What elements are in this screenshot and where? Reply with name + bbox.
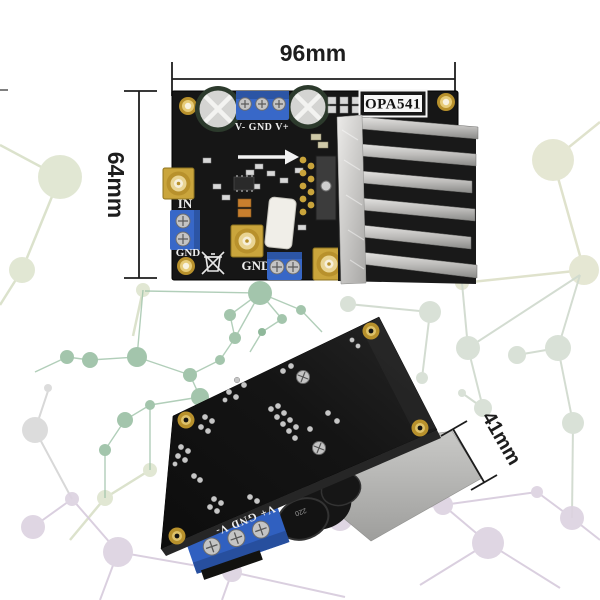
power-terminal-block [236,91,289,120]
mounting-hole [362,322,380,340]
opa541-chip [299,155,337,221]
output-gnd-silkscreen: GND [242,258,271,273]
input-gnd-silkscreen: GND [176,247,201,259]
network-decoration-center-green [34,281,323,498]
input-terminal-block [170,210,200,250]
filter-capacitor [286,85,330,129]
network-decoration-gray [22,384,73,500]
mounting-hole [437,93,455,111]
output-terminal-block [267,252,302,280]
solder-joints [172,337,361,515]
back-terminal-block [185,506,290,580]
capacitor-marking: 220 [294,506,307,517]
pcb-sheen [362,317,436,432]
chip-name-badge: OPA541 [358,89,428,118]
dimension-width: 96mm [0,40,456,96]
width-label: 96mm [280,40,346,66]
mounting-hole [179,97,197,115]
input-silkscreen: IN [178,196,193,211]
network-decoration-washed-green [340,274,584,519]
pcb-edge [161,430,441,556]
chip-name-label: OPA541 [365,97,421,113]
weee-crossed-bin-icon [201,251,225,275]
filter-capacitor [195,86,241,132]
smd-components [202,133,329,231]
smd-fuses [327,96,361,114]
height-label: 64mm [103,152,129,218]
back-board: 220 [160,316,483,580]
mounting-hole [177,257,195,275]
power-resistor [264,196,297,250]
power-rail-silkscreen: V- GND V+ [235,122,289,133]
heatsink [336,114,479,285]
mounting-hole [411,419,429,437]
heatsink-depth-label: 41mm [477,408,525,469]
network-decoration-left-sage [0,143,157,541]
mounting-hole [177,411,195,429]
mounting-hole [168,527,186,545]
front-board: V- GND V+ OPA541 [162,85,479,285]
dimension-height: 64mm [103,90,157,279]
sma-connector-aux [230,224,264,258]
mounting-screw [296,370,326,455]
signal-flow-arrow-icon [238,149,299,165]
sma-connector-input [162,167,195,200]
